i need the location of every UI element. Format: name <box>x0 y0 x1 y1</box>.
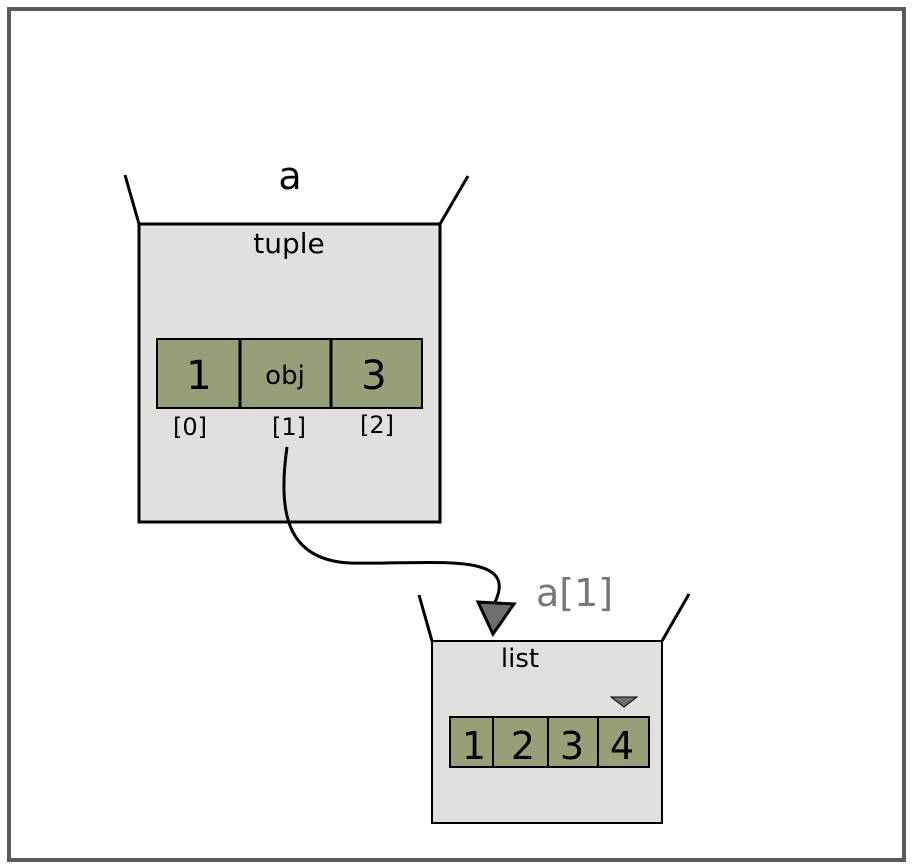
tuple-index-label: [2] <box>360 411 394 439</box>
list-cell-value: 4 <box>610 724 634 768</box>
list-cell <box>597 716 650 768</box>
reference-curve <box>282 446 501 603</box>
variable-name: a <box>278 154 301 198</box>
tuple-index-label: [0] <box>173 413 207 441</box>
var-a-left-line <box>123 174 141 225</box>
list-cell-value: 2 <box>511 724 535 768</box>
list-right-line <box>660 593 691 642</box>
reference-arrowhead <box>475 600 517 637</box>
list-cell <box>449 716 494 768</box>
list-cell-value: 1 <box>462 724 486 768</box>
list-left-line <box>417 594 434 642</box>
tuple-cell-value: 3 <box>361 353 386 399</box>
tuple-type-label: tuple <box>253 227 325 260</box>
tuple-cell-value: 1 <box>186 353 211 399</box>
var-a-right-line <box>438 175 470 225</box>
tuple-cell-value: obj <box>265 361 305 391</box>
reference-label: a[1] <box>536 571 613 615</box>
list-cell <box>492 716 549 768</box>
tuple-cells-frame <box>156 338 423 409</box>
tuple-index-label: [1] <box>272 413 306 441</box>
list-type-label: list <box>501 644 539 674</box>
list-end-marker-icon <box>609 696 639 708</box>
list-cell <box>547 716 599 768</box>
list-cell-value: 3 <box>560 724 584 768</box>
